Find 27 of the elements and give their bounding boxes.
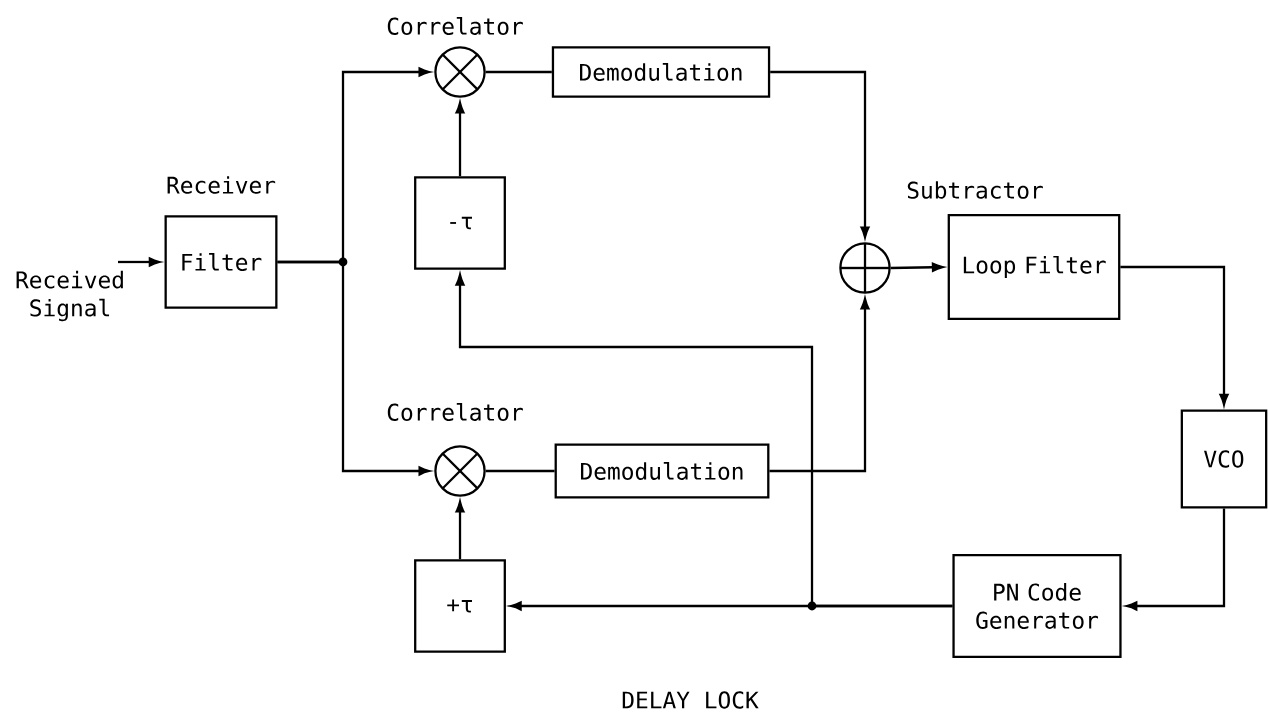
block-box: Filter <box>164 215 278 309</box>
arrow <box>455 273 953 608</box>
arrow <box>277 260 431 476</box>
block-label: Receiver <box>167 176 276 194</box>
block-box: Loop Filter <box>947 214 1121 320</box>
block-label: Correlator <box>387 17 523 35</box>
block-label: Correlator <box>387 403 523 421</box>
summing-circle <box>839 242 891 294</box>
block-box: PN Code Generator <box>952 553 1122 659</box>
block-box: -τ <box>414 176 506 270</box>
block-box: +τ <box>414 559 506 653</box>
caption: DELAY LOCK <box>622 691 759 709</box>
arrow <box>770 70 870 239</box>
block-label: Subtractor <box>907 181 1043 199</box>
input-label: Received Signal <box>16 270 123 322</box>
block-box: Demodulation <box>551 46 771 98</box>
arrow <box>1120 265 1229 406</box>
multiplier-circle <box>434 445 486 497</box>
arrow <box>769 297 870 473</box>
arrow <box>455 101 465 177</box>
multiplier-circle <box>434 46 486 98</box>
arrow <box>890 262 944 272</box>
arrow <box>1125 508 1226 611</box>
arrow <box>118 257 161 267</box>
block-box: Demodulation <box>554 443 770 499</box>
arrow <box>455 500 465 560</box>
block-box: VCO <box>1180 409 1268 509</box>
